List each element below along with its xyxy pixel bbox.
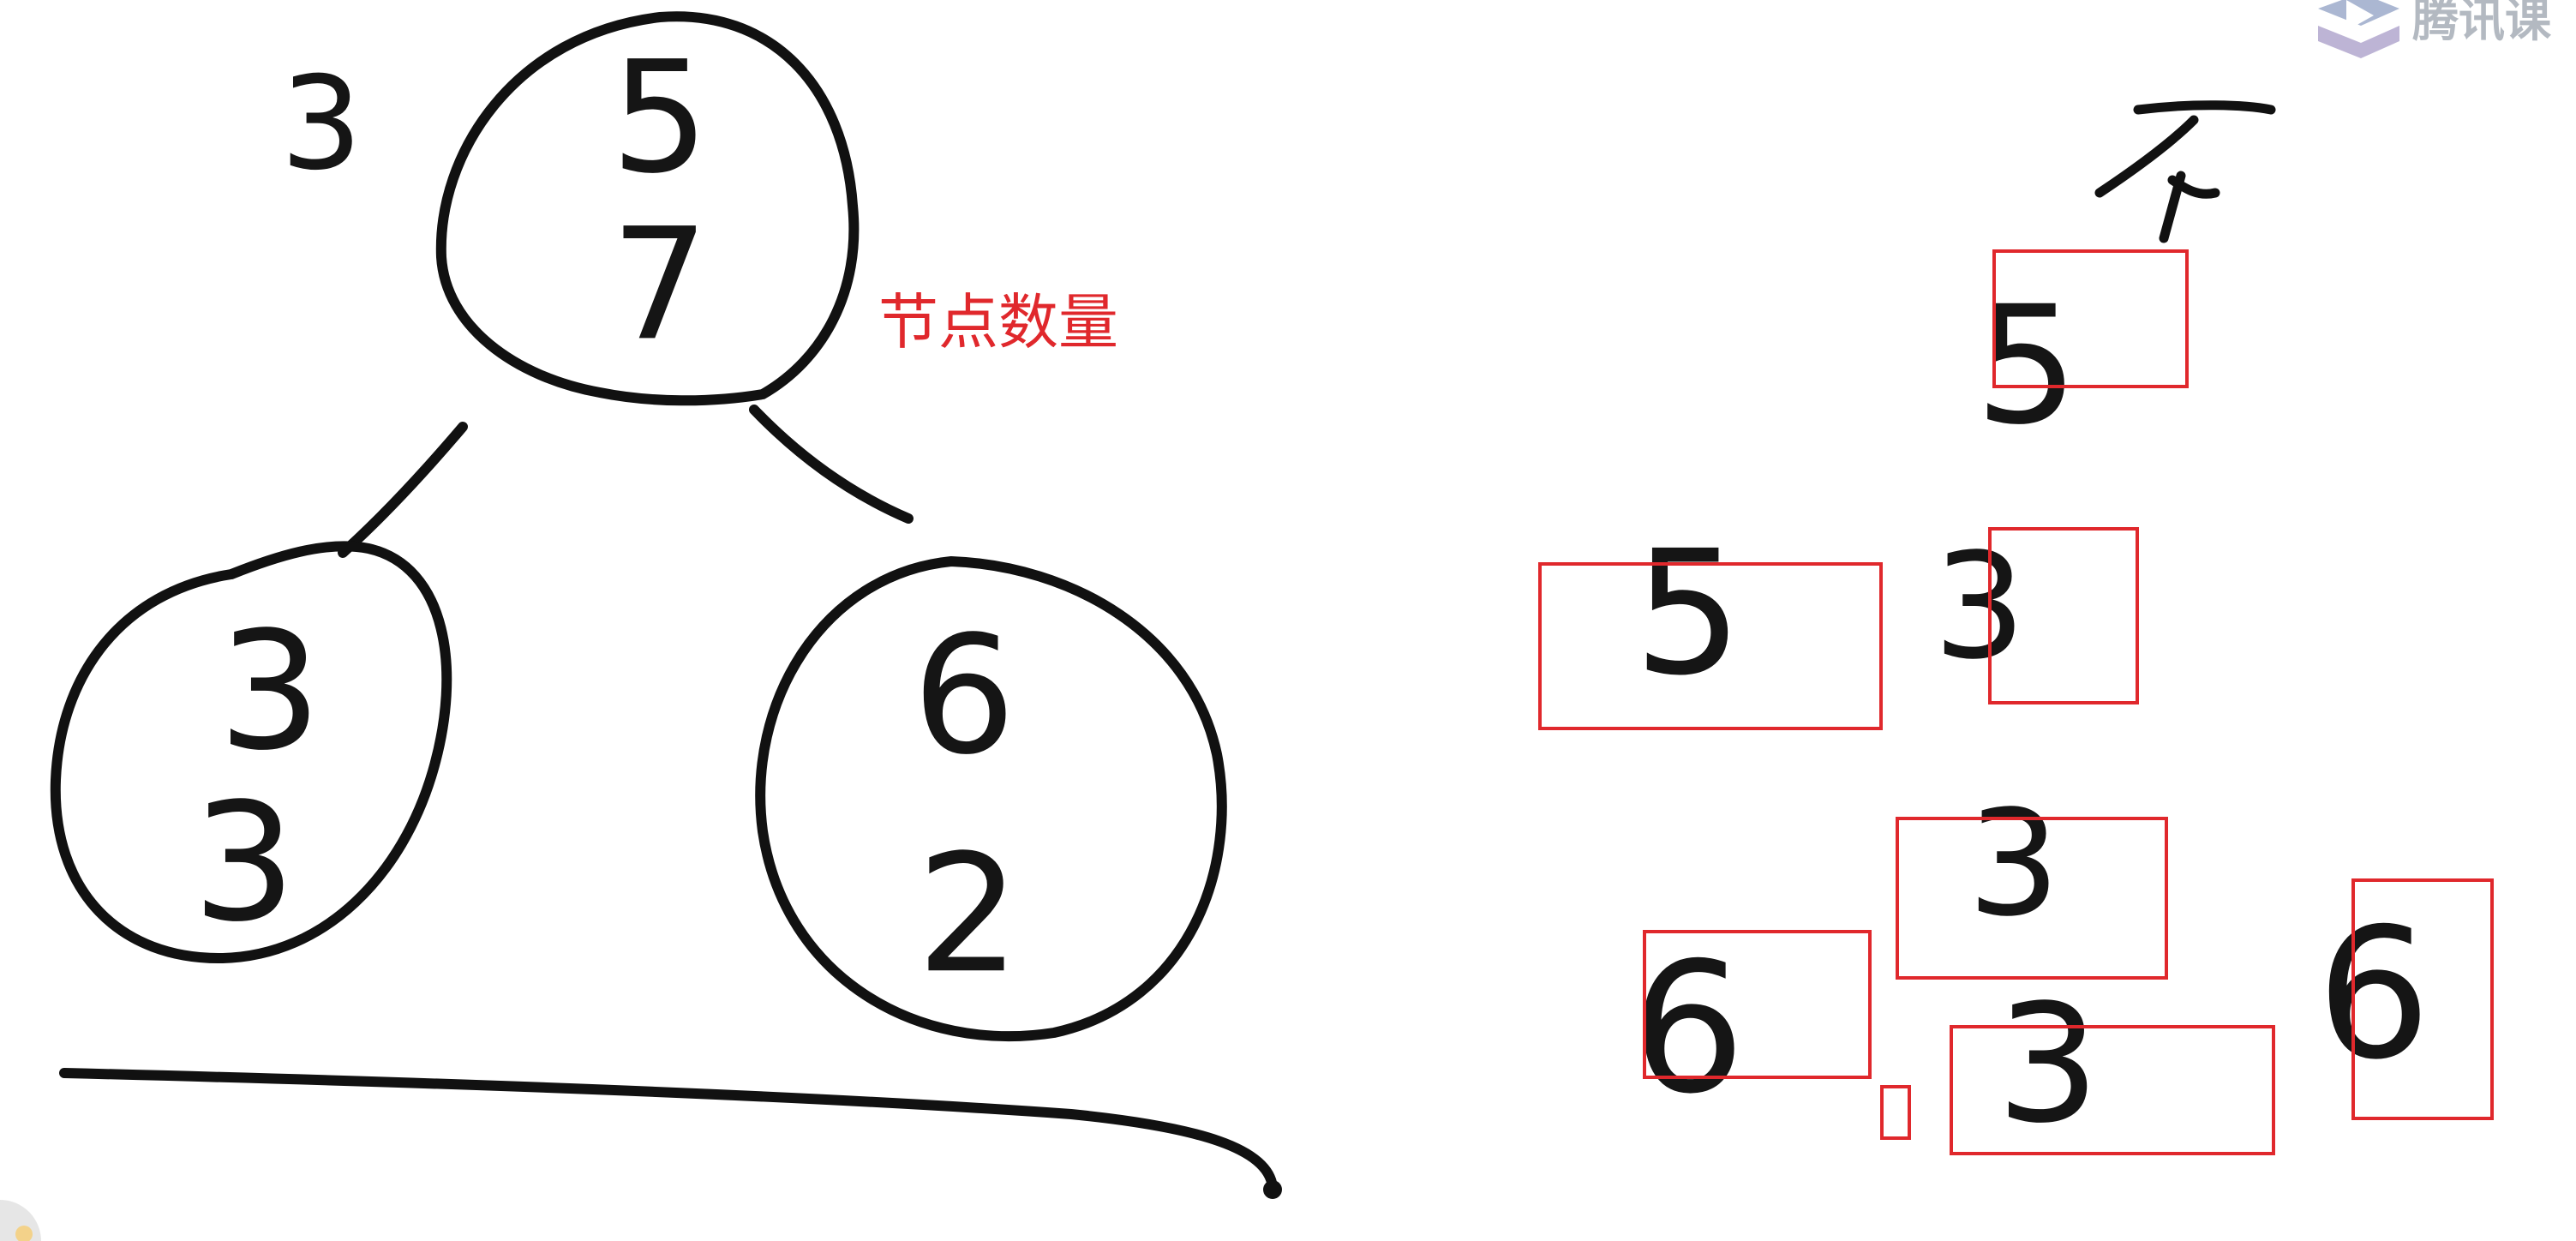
highlight-box (1992, 249, 2189, 388)
highlight-box (1538, 562, 1883, 730)
left-child-bottom-value: 3 (193, 768, 297, 957)
tencent-classroom-logo: 腾讯课 (2318, 0, 2552, 58)
highlight-box (1896, 817, 2168, 980)
root-node-outline (435, 11, 860, 406)
node-count-annotation: 节点数量 (878, 287, 1118, 357)
root-node-bottom-value: 7 (611, 195, 710, 375)
stack-digit: 3 (1997, 969, 2100, 1159)
root-node: 5 7 (435, 11, 860, 406)
highlight-box (1643, 930, 1872, 1079)
highlight-box (1988, 527, 2139, 704)
tencent-classroom-logo-icon (2318, 0, 2399, 58)
cursor-dot (1263, 1180, 1282, 1199)
right-edge (749, 405, 914, 524)
left-child-node: 3 3 (50, 541, 452, 964)
corner-widget[interactable] (0, 1200, 41, 1241)
right-child-top-value: 6 (913, 601, 1016, 790)
left-child-outline (50, 541, 452, 964)
stack-digit: 3 (1933, 522, 2026, 692)
stack-digit: 5 (1975, 271, 2079, 460)
stack-diagram: 5 5 3 3 6 3 6 (1538, 100, 2494, 1159)
logo-text: 腾讯课 (2412, 0, 2552, 47)
top-glyph (2094, 100, 2276, 243)
left-child-top-value: 3 (219, 597, 322, 786)
right-child-outline (755, 556, 1227, 1041)
stack-digit: 6 (2316, 890, 2431, 1100)
highlight-box-small (1880, 1085, 1911, 1140)
right-child-bottom-value: 2 (917, 819, 1021, 1009)
side-digit: 3 (280, 50, 362, 199)
root-node-top-value: 5 (611, 28, 710, 207)
tree-diagram: 3 5 7 3 3 6 2 (50, 11, 1282, 1199)
stack-digit: 5 (1633, 514, 1742, 714)
left-edge (338, 422, 468, 558)
base-underline (59, 1068, 1278, 1192)
stack-digit: 6 (1631, 924, 1746, 1134)
right-child-node: 6 2 (755, 556, 1227, 1041)
stack-digit: 3 (1968, 779, 2060, 949)
highlight-box (1950, 1025, 2275, 1155)
highlight-box (2351, 878, 2494, 1120)
